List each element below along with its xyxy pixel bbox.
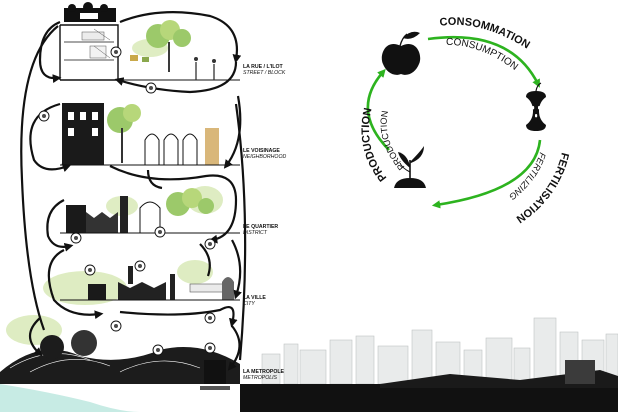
label-production-en: PRODUCTION [379, 110, 407, 172]
flow-arrows [20, 11, 247, 371]
level-metropolis [0, 330, 240, 412]
scale-label-city-fr: LA VILLE [243, 295, 266, 301]
scale-label-neighborhood: LE VOISINAGE NEIGHBORHOOD [243, 148, 286, 160]
arrow-fertilization-to-production [431, 139, 542, 209]
cycle-diagram: CONSOMMATION CONSUMPTION FERTILISATION F… [360, 16, 571, 225]
city-skyline [261, 317, 618, 385]
level-district [60, 188, 240, 234]
scale-label-street-en: STREET / BLOCK [243, 70, 286, 76]
arrow-production-to-consumption [366, 68, 390, 151]
ground-line [240, 384, 618, 412]
scale-label-neighborhood-fr: LE VOISINAGE [243, 148, 280, 154]
level-street [59, 2, 240, 81]
scale-label-street-fr: LA RUE / L'ILOT [243, 64, 283, 70]
scale-label-street: LA RUE / L'ILOT STREET / BLOCK [243, 64, 285, 76]
scale-label-district: LE QUARTIER DISTRICT [243, 224, 278, 236]
level-neighborhood [60, 103, 240, 166]
scale-label-district-en: DISTRICT [243, 230, 267, 236]
scale-label-metropolis: LA METROPOLE METROPOLIS [243, 369, 284, 381]
apple-core-icon [526, 82, 546, 131]
apple-icon [381, 31, 421, 75]
sprout-icon [394, 146, 426, 188]
scale-label-city: LA VILLE CITY [243, 295, 266, 307]
label-consumption: CONSUMPTION [446, 37, 520, 73]
level-city [60, 266, 240, 301]
scale-label-metropolis-fr: LA METROPOLE [243, 369, 285, 375]
arrow-consumption-to-fertilization [427, 35, 540, 88]
label-production-en-text: PRODUCTION [379, 110, 407, 172]
scale-label-metropolis-en: METROPOLIS [243, 375, 278, 381]
label-consumption-text: CONSUMPTION [446, 37, 520, 73]
scale-label-district-fr: LE QUARTIER [243, 224, 279, 230]
scale-label-neighborhood-en: NEIGHBORHOOD [243, 154, 287, 160]
scale-label-city-en: CITY [243, 301, 255, 307]
